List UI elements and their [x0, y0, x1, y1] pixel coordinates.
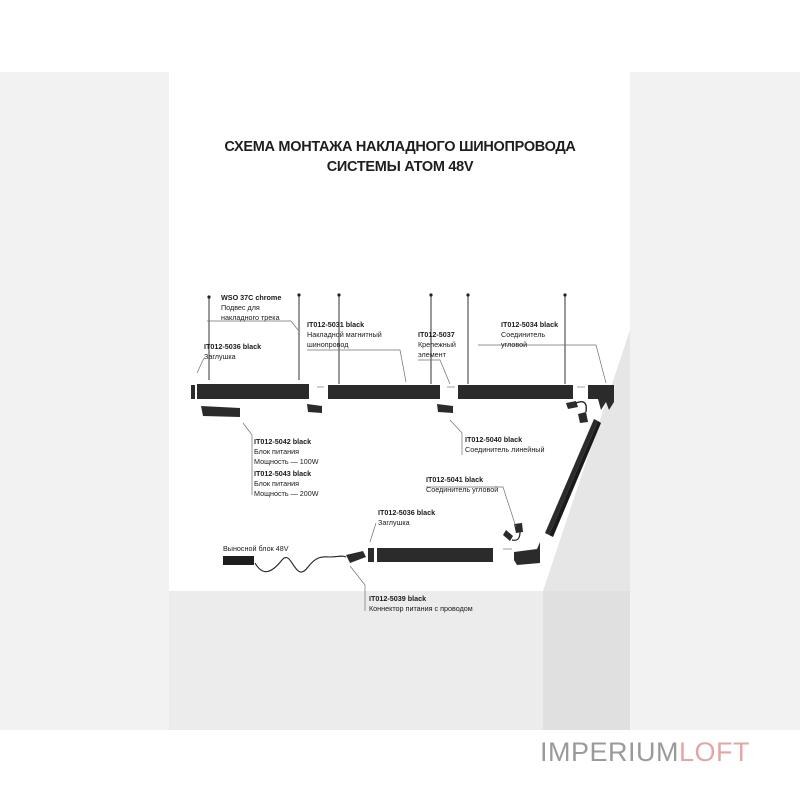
corner-connector-bottom — [503, 523, 540, 565]
perspective-wedge — [543, 330, 630, 591]
right-wall-panel — [630, 72, 800, 730]
remote-power-block — [223, 551, 366, 573]
label-it5043: IT012-5043 black Блок питания Мощность —… — [254, 469, 319, 498]
brand-part2: LOFT — [679, 737, 751, 767]
track-segments-top — [191, 384, 614, 410]
label-it5040: IT012-5040 black Соединитель линейный — [465, 435, 545, 454]
label-remote-block: Выносной блок 48V — [223, 544, 289, 553]
label-it5041: IT012-5041 black Соединитель угловой — [426, 475, 499, 494]
connectors-top — [201, 401, 588, 423]
leader-lines — [196, 320, 607, 611]
track-diagonal — [545, 419, 601, 537]
track-bottom — [368, 548, 493, 562]
brand-logo: IMPERIUMLOFT — [540, 737, 750, 768]
label-wso37c: WSO 37C chrome Подвес для накладного тре… — [221, 293, 282, 322]
left-wall-panel — [0, 72, 169, 730]
label-it5037: IT012-5037 Крепежный элемент — [418, 330, 456, 359]
diagram-title-line1: СХЕМА МОНТАЖА НАКЛАДНОГО ШИНОПРОВОДА — [224, 139, 576, 155]
label-it5042: IT012-5042 black Блок питания Мощность —… — [254, 437, 319, 466]
label-it5039: IT012-5039 black Коннектор питания с про… — [369, 594, 473, 613]
label-it5036-top: IT012-5036 black Заглушка — [204, 342, 262, 361]
diagram-title-line2: СИСТЕМЫ АТОМ 48V — [326, 159, 474, 175]
suspension-rods — [208, 295, 566, 384]
label-it5034: IT012-5034 black Соединитель угловой — [501, 320, 559, 349]
label-it5031: IT012-5031 black Накладной магнитный шин… — [307, 320, 382, 349]
brand-part1: IMPERIUM — [540, 737, 679, 767]
label-it5036-bottom: IT012-5036 black Заглушка — [378, 508, 436, 527]
